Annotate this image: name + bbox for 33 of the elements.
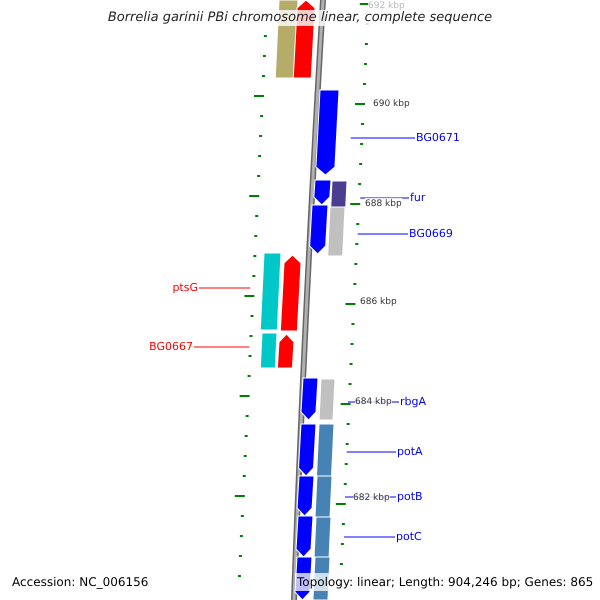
gene-bar bbox=[260, 252, 282, 330]
gene-label: potA bbox=[397, 446, 423, 458]
gene-label: BG0669 bbox=[409, 228, 453, 240]
gene-bar bbox=[314, 476, 333, 518]
gene-feature bbox=[296, 476, 315, 517]
scale-label: 682 kbp bbox=[353, 492, 390, 504]
gene-feature bbox=[315, 90, 340, 176]
gene-label: potB bbox=[397, 491, 423, 503]
title: Borrelia garinii PBi chromosome linear, complete sequence bbox=[108, 10, 492, 26]
scale-label: 690 kbp bbox=[373, 98, 410, 110]
gene-bar bbox=[330, 180, 348, 208]
gene-label: BG0671 bbox=[416, 132, 460, 144]
gene-feature bbox=[300, 378, 319, 421]
scale-label: 684 kbp bbox=[355, 396, 392, 408]
gene-label: rbgA bbox=[400, 396, 426, 408]
gene-bar bbox=[318, 378, 336, 420]
scale-label: 686 kbp bbox=[360, 296, 397, 308]
gene-bar bbox=[314, 516, 332, 558]
leader-line bbox=[194, 346, 250, 348]
gene-feature bbox=[298, 424, 317, 477]
gene-feature bbox=[313, 180, 332, 206]
gene-label: BG0667 bbox=[149, 341, 193, 353]
footer-text: Topology: linear; Length: 904,246 bp; Genes: 865 bbox=[295, 573, 596, 591]
leader-line bbox=[344, 536, 396, 538]
gene-bar bbox=[260, 332, 278, 368]
gene-bar bbox=[327, 206, 346, 256]
gene-label: ptsG bbox=[172, 282, 198, 294]
gene-label: fur bbox=[410, 192, 426, 204]
gene-feature bbox=[296, 516, 314, 558]
gene-bar bbox=[316, 424, 335, 476]
gene-feature bbox=[276, 333, 295, 368]
scale-label: 688 kbp bbox=[365, 198, 402, 210]
gene-label: potC bbox=[396, 531, 422, 543]
